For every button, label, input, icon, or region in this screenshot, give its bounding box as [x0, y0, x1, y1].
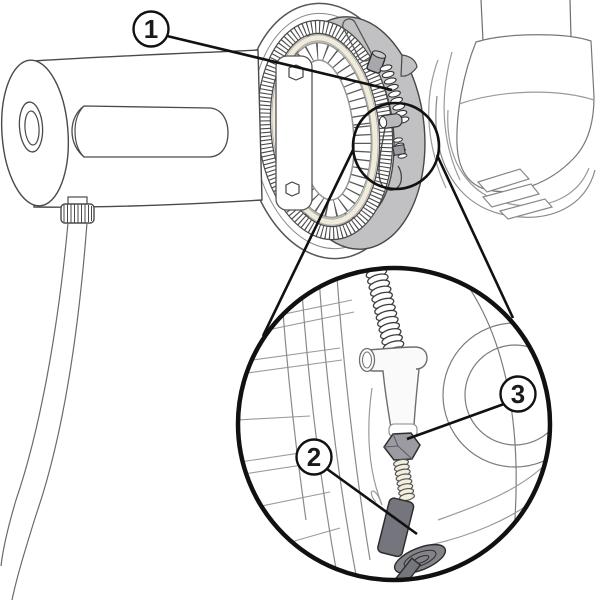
callout-2: 2	[295, 438, 418, 536]
brake-band-details	[342, 18, 418, 191]
lock-nut	[383, 432, 421, 461]
axle-hole-inner	[24, 110, 40, 146]
callout-3: 3	[406, 375, 537, 441]
mini-nut	[392, 143, 406, 157]
callout-2-circle	[295, 438, 333, 476]
fork-blade-inner	[447, 109, 590, 207]
zoom-source-circle	[351, 101, 441, 191]
magnified-band-edges	[281, 268, 371, 580]
hub-plate-bolt-bottom	[285, 181, 300, 197]
dropout-plates	[476, 168, 554, 220]
callout-1-label: 1	[144, 14, 158, 44]
callout-1-circle	[132, 10, 170, 48]
hub-cylinder	[0, 49, 313, 211]
caster-fork	[428, 0, 596, 220]
mini-fitting	[379, 113, 403, 129]
callout-1-leader	[166, 34, 393, 92]
hub-plate	[275, 55, 313, 211]
brake-cable	[11, 222, 88, 600]
brake-arm-loop	[378, 127, 403, 191]
callout-1: 1	[132, 10, 393, 92]
callout-3-circle	[499, 375, 537, 413]
inner-sleeve-cap	[74, 105, 85, 158]
callout-2-leader	[326, 467, 418, 536]
threaded-rod	[393, 458, 415, 502]
callout-3-label: 3	[511, 379, 525, 409]
fitting-open-end	[358, 347, 376, 373]
callout-2-label: 2	[307, 442, 321, 472]
cable-adjuster	[0, 196, 95, 600]
callout-3-leader	[406, 402, 505, 441]
band-slot	[342, 18, 372, 62]
fork-crown-seam	[458, 91, 595, 105]
brake-cable	[0, 222, 69, 567]
fork-post	[480, 0, 572, 42]
cable-stub	[381, 557, 422, 580]
zoom-tangent-right	[435, 154, 515, 319]
fork-crown	[456, 34, 595, 193]
t-fitting	[358, 346, 428, 429]
magnifier-circle	[235, 265, 553, 583]
knurl-ribs	[63, 204, 92, 223]
zoom-tangent-left	[261, 149, 355, 337]
inner-sleeve	[71, 105, 229, 158]
band-tab	[400, 54, 418, 77]
